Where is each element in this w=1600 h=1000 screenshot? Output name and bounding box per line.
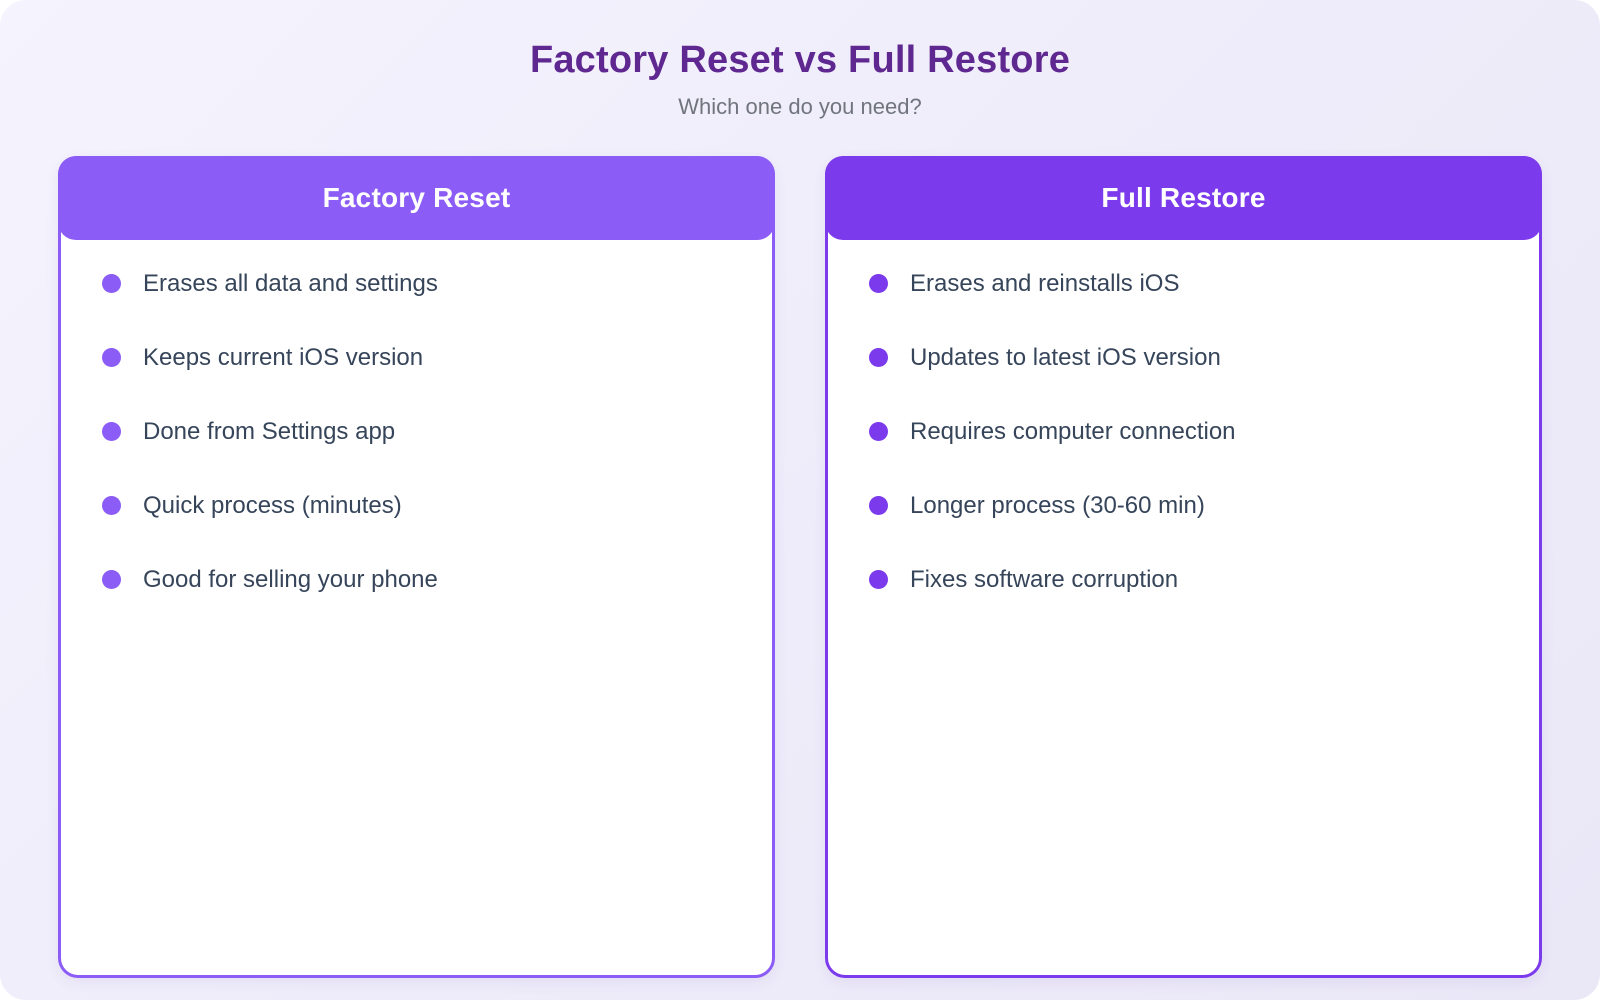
card-full-restore: Full Restore Erases and reinstalls iOS U… bbox=[825, 155, 1542, 978]
factory-reset-feature-list: Erases all data and settings Keeps curre… bbox=[61, 240, 772, 640]
list-item: Erases and reinstalls iOS bbox=[869, 270, 1509, 298]
comparison-cards: Factory Reset Erases all data and settin… bbox=[0, 155, 1600, 978]
feature-text: Requires computer connection bbox=[910, 417, 1236, 445]
feature-text: Updates to latest iOS version bbox=[910, 343, 1221, 371]
card-factory-reset: Factory Reset Erases all data and settin… bbox=[58, 155, 775, 978]
bullet-dot-icon bbox=[869, 274, 888, 294]
feature-text: Erases and reinstalls iOS bbox=[910, 269, 1180, 297]
list-item: Longer process (30-60 min) bbox=[869, 492, 1509, 520]
feature-text: Good for selling your phone bbox=[143, 565, 438, 593]
page-title: Factory Reset vs Full Restore bbox=[529, 39, 1071, 81]
list-item: Done from Settings app bbox=[102, 418, 742, 446]
page-subtitle: Which one do you need? bbox=[678, 93, 922, 119]
card-factory-reset-header: Factory Reset bbox=[58, 155, 775, 240]
bullet-dot-icon bbox=[869, 348, 888, 368]
bullet-dot-icon bbox=[102, 570, 121, 590]
bullet-dot-icon bbox=[102, 274, 121, 294]
list-item: Fixes software corruption bbox=[869, 566, 1509, 594]
list-item: Erases all data and settings bbox=[102, 270, 742, 298]
feature-text: Done from Settings app bbox=[143, 417, 396, 445]
bullet-dot-icon bbox=[102, 422, 121, 442]
feature-text: Keeps current iOS version bbox=[143, 343, 424, 371]
feature-text: Longer process (30-60 min) bbox=[910, 491, 1205, 519]
list-item: Keeps current iOS version bbox=[102, 344, 742, 372]
bullet-dot-icon bbox=[102, 348, 121, 368]
feature-text: Fixes software corruption bbox=[910, 565, 1179, 593]
card-full-restore-header: Full Restore bbox=[825, 155, 1542, 240]
bullet-dot-icon bbox=[869, 496, 888, 516]
list-item: Quick process (minutes) bbox=[102, 492, 742, 520]
list-item: Updates to latest iOS version bbox=[869, 344, 1509, 372]
feature-text: Quick process (minutes) bbox=[143, 491, 402, 519]
list-item: Good for selling your phone bbox=[102, 566, 742, 594]
full-restore-feature-list: Erases and reinstalls iOS Updates to lat… bbox=[828, 240, 1539, 640]
page-header: Factory Reset vs Full Restore Which one … bbox=[0, 0, 1600, 120]
bullet-dot-icon bbox=[869, 570, 888, 590]
feature-text: Erases all data and settings bbox=[143, 269, 438, 297]
bullet-dot-icon bbox=[102, 496, 121, 516]
bullet-dot-icon bbox=[869, 422, 888, 442]
list-item: Requires computer connection bbox=[869, 418, 1509, 446]
